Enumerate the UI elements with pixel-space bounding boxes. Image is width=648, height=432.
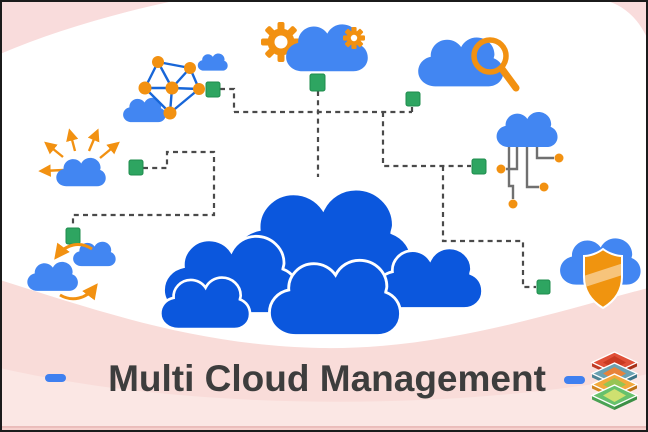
gear-small-icon <box>343 27 365 49</box>
layer-stack-icon <box>590 351 639 410</box>
search-cloud-icon <box>418 37 520 92</box>
title-dash-right <box>564 376 585 384</box>
connector-node <box>536 279 551 295</box>
dashed-connection <box>441 166 536 289</box>
pink-wave-bottom <box>0 280 648 432</box>
magnifier-icon <box>471 37 520 92</box>
dashed-connection <box>220 87 236 112</box>
connector-node <box>65 227 81 245</box>
dashed-connection <box>71 150 216 227</box>
circuit-traces <box>506 146 554 199</box>
shield-icon <box>583 247 623 310</box>
circuit-dots <box>496 153 564 209</box>
dashed-connection <box>381 112 471 168</box>
circuit-cloud-icon <box>496 112 564 209</box>
connector-node <box>205 81 221 98</box>
sync-cloud-icon <box>27 241 116 301</box>
connector-node <box>309 73 326 92</box>
central-cloud-cluster <box>159 187 484 337</box>
gear-icon <box>261 22 301 62</box>
security-cloud-icon <box>560 238 641 310</box>
dashed-connections <box>71 87 536 289</box>
pink-corner-top-left <box>0 0 178 54</box>
network-cloud-icon <box>123 53 228 123</box>
connector-node <box>128 159 144 176</box>
connector-node <box>471 158 487 175</box>
connector-node <box>405 91 421 107</box>
gear-cloud-icon <box>261 22 368 72</box>
title-row: Multi Cloud Management <box>45 351 639 410</box>
page-title: Multi Cloud Management <box>108 358 546 399</box>
scale-out-cloud-icon <box>38 128 120 187</box>
pink-corner-top-right <box>604 0 648 40</box>
network-nodes <box>138 56 205 120</box>
connector-nodes <box>65 73 551 295</box>
title-dash-left <box>45 374 66 382</box>
